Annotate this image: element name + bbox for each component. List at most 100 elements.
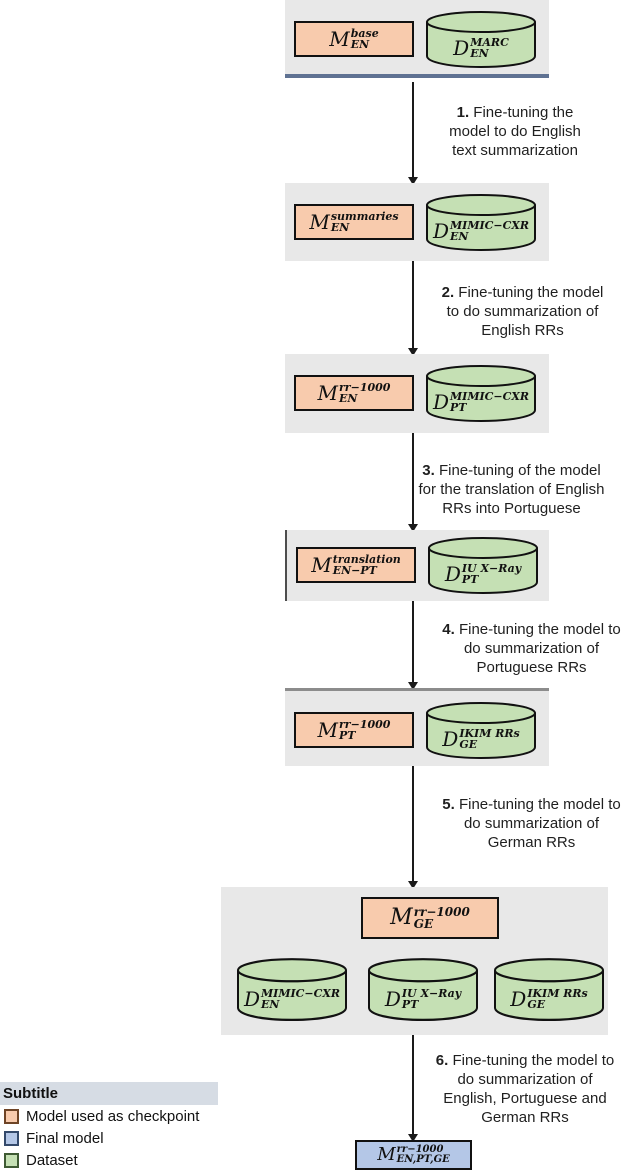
- step-line-text: Fine-tuning the: [469, 104, 574, 121]
- step-line-text: Fine-tuning the model to: [454, 621, 621, 638]
- legend-item-label: Final model: [26, 1129, 104, 1147]
- cylinder-icon: [426, 11, 536, 68]
- dataset-superscript: MARC: [470, 36, 509, 50]
- legend: Subtitle Model used as checkpoint Final …: [0, 1082, 240, 1171]
- step-4-text: 4. Fine-tuning the model to do summariza…: [423, 620, 640, 677]
- legend-title-band: Subtitle: [0, 1082, 218, 1105]
- flow-arrow-3: [408, 433, 418, 532]
- cylinder-icon: [426, 365, 536, 422]
- model-subscript: EN: [350, 38, 370, 51]
- dataset-superscript: IU X−Ray: [401, 987, 462, 1001]
- step-number: 2.: [441, 284, 455, 301]
- step-line: 3. Fine-tuning of the model: [383, 461, 640, 480]
- step-line: English, Portuguese and: [443, 1090, 607, 1107]
- flow-arrow-5: [408, 766, 418, 889]
- model-letter: M: [317, 718, 339, 742]
- model-subscript: GE: [413, 917, 434, 931]
- dataset-superscript: MIMIC−CXR: [261, 987, 341, 1001]
- dataset-subscript: PT: [461, 573, 479, 587]
- step-line: 1. Fine-tuning the: [415, 103, 615, 122]
- model-superscript: rr−1000: [339, 381, 391, 394]
- flow-arrow-2: [408, 261, 418, 356]
- dataset-superscript: IKIM RRs: [527, 987, 588, 1001]
- cylinder-icon: [494, 958, 604, 1021]
- step-line-text: Fine-tuning the model: [454, 284, 604, 301]
- model-letter: M: [311, 553, 332, 577]
- checkpoint-swatch-icon: [4, 1108, 19, 1124]
- step-line: 2. Fine-tuning the model: [405, 283, 640, 302]
- step-line: model to do English: [449, 123, 581, 140]
- step-2-text: 2. Fine-tuning the model to do summariza…: [405, 283, 640, 340]
- dataset-superscript: IU X−Ray: [461, 562, 522, 576]
- flow-arrow-4: [408, 601, 418, 690]
- legend-item-final-model: Final model: [0, 1127, 240, 1149]
- step-line-text: Fine-tuning of the model: [434, 462, 601, 479]
- legend-item-label: Model used as checkpoint: [26, 1107, 200, 1125]
- legend-title: Subtitle: [3, 1085, 58, 1102]
- step-1-text: 1. Fine-tuning the model to do English t…: [415, 103, 615, 160]
- cylinder-icon: [426, 194, 536, 251]
- step-line: to do summarization of: [446, 303, 599, 320]
- step-number: 6.: [435, 1052, 449, 1069]
- model-superscript: base: [350, 27, 379, 40]
- step-line: English RRs: [481, 322, 564, 339]
- step-line: German RRs: [487, 834, 576, 851]
- model-superscript: translation: [332, 553, 401, 566]
- model-letter: M: [317, 381, 339, 405]
- model-letter: M: [390, 905, 413, 930]
- step-number: 3.: [422, 462, 435, 479]
- step-number: 1.: [456, 104, 470, 121]
- step-line: RRs into Portuguese: [442, 500, 581, 517]
- step-6-text: 6. Fine-tuning the model to do summariza…: [410, 1051, 640, 1127]
- step-number: 5.: [442, 796, 455, 813]
- dataset-subscript: PT: [401, 998, 419, 1012]
- dataset-letter: D: [432, 390, 449, 415]
- flow-arrow-6: [408, 1035, 418, 1142]
- dataset-subscript: EN: [261, 998, 280, 1012]
- model-superscript: rr−1000: [413, 905, 470, 919]
- dataset-letter: D: [432, 219, 449, 244]
- dataset-letter: D: [384, 987, 401, 1012]
- final-model-swatch-icon: [4, 1130, 19, 1146]
- cylinder-icon: [428, 537, 538, 594]
- model-superscript: summaries: [330, 210, 399, 223]
- model-superscript: rr−1000: [339, 718, 391, 731]
- dataset-letter: D: [243, 987, 260, 1012]
- model-superscript: rr−1000: [396, 1144, 444, 1155]
- legend-item-dataset: Dataset: [0, 1149, 240, 1171]
- model-letter: M: [329, 27, 350, 51]
- step-number: 4.: [442, 621, 455, 638]
- dataset-superscript: MIMIC−CXR: [450, 390, 530, 404]
- step-line: for the translation of English: [418, 481, 605, 498]
